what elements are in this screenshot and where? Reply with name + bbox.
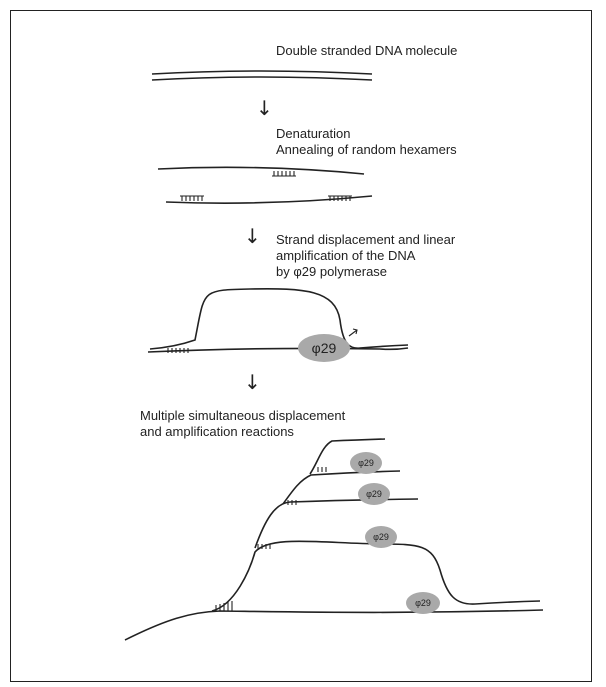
denatured-strand-top bbox=[158, 167, 364, 176]
multiple-displacement: φ29 φ29 φ29 φ29 bbox=[125, 439, 543, 640]
denatured-strand-bottom bbox=[166, 196, 372, 203]
hexamer bbox=[272, 171, 296, 176]
hexamer bbox=[180, 196, 204, 201]
displacement-single: φ29 bbox=[148, 289, 408, 362]
phi29-label: φ29 bbox=[373, 532, 389, 542]
phi29-label: φ29 bbox=[312, 340, 337, 356]
small-arrow-icon bbox=[349, 329, 357, 336]
phi29-label: φ29 bbox=[366, 489, 382, 499]
phi29-label: φ29 bbox=[358, 458, 374, 468]
primer-hatch bbox=[216, 467, 326, 611]
double-stranded-dna bbox=[152, 71, 372, 80]
phi29-label: φ29 bbox=[415, 598, 431, 608]
